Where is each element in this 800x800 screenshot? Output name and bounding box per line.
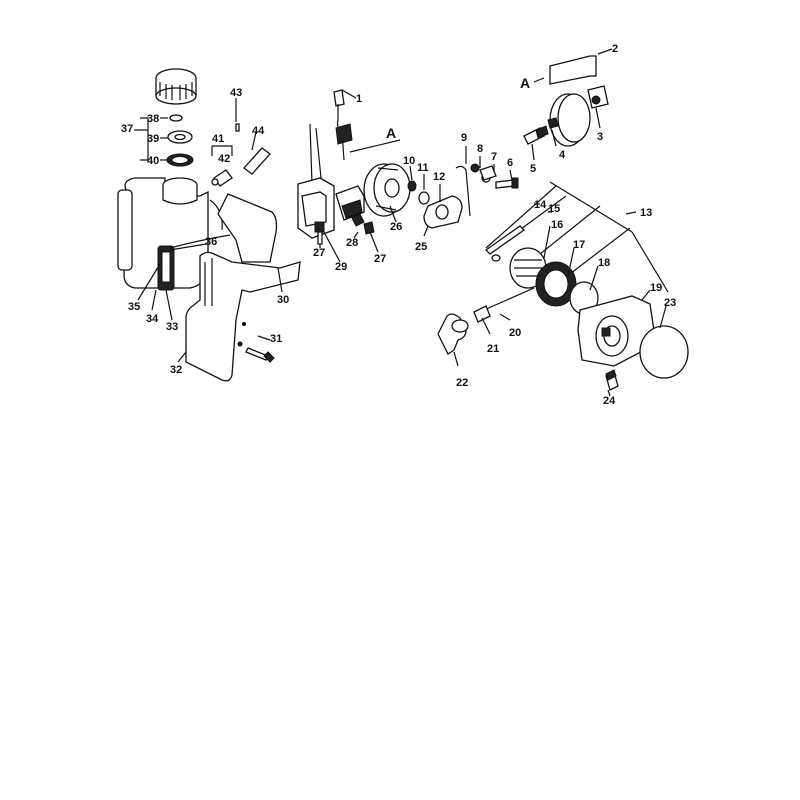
- callout-43: 43: [230, 87, 242, 99]
- callout-4: 4: [559, 149, 566, 161]
- callout-labels: 1 2 3 4 5 6 7 8 9 10 11 12 13 14 15 16 1…: [121, 43, 676, 407]
- callout-15: 15: [548, 203, 560, 215]
- callout-18: 18: [598, 257, 610, 269]
- fuel-tank: [117, 177, 231, 291]
- callout-42: 42: [218, 153, 230, 165]
- callout-23: 23: [664, 297, 676, 309]
- air-cleaner-group: [523, 55, 609, 147]
- callout-13: 13: [640, 207, 652, 219]
- callout-27-right: 27: [374, 253, 386, 265]
- callout-37: 37: [121, 123, 133, 135]
- callout-41: 41: [212, 133, 224, 145]
- recoil-starter-group: [484, 181, 689, 391]
- callout-25: 25: [415, 241, 427, 253]
- callout-2: 2: [612, 43, 618, 55]
- callout-8: 8: [477, 143, 483, 155]
- callout-11: 11: [417, 162, 429, 174]
- callout-32: 32: [170, 364, 182, 376]
- callout-1: 1: [356, 93, 362, 105]
- fuel-fitting-group: [211, 123, 271, 187]
- callout-34: 34: [146, 313, 159, 325]
- callout-9: 9: [461, 132, 467, 144]
- callout-5: 5: [530, 163, 536, 175]
- tank-guard: [185, 193, 301, 382]
- connector-mark-a-right: A: [520, 75, 530, 91]
- callout-20: 20: [509, 327, 521, 339]
- callout-28: 28: [346, 237, 358, 249]
- callout-27-left: 27: [313, 247, 325, 259]
- callout-40: 40: [147, 155, 159, 167]
- callout-30: 30: [277, 294, 289, 306]
- callout-35: 35: [128, 301, 140, 313]
- callout-24: 24: [603, 395, 616, 407]
- ignition-module: [297, 89, 401, 245]
- callout-21: 21: [487, 343, 499, 355]
- callout-7: 7: [491, 151, 497, 163]
- callout-38: 38: [147, 113, 159, 125]
- callout-39: 39: [147, 133, 159, 145]
- callout-33: 33: [166, 321, 178, 333]
- callout-44: 44: [252, 125, 265, 137]
- callout-36: 36: [205, 236, 217, 248]
- callout-10: 10: [403, 155, 415, 167]
- callout-29: 29: [335, 261, 347, 273]
- starter-pawl-parts: [455, 163, 519, 217]
- starter-handle-group: [437, 287, 535, 355]
- callout-31: 31: [270, 333, 282, 345]
- callout-12: 12: [433, 171, 445, 183]
- connector-mark-a-left: A: [386, 125, 396, 141]
- callout-14: 14: [534, 199, 547, 211]
- callout-22: 22: [456, 377, 468, 389]
- callout-19: 19: [650, 282, 662, 294]
- leader-lines: [134, 48, 667, 397]
- callout-17: 17: [573, 239, 585, 251]
- callout-16: 16: [551, 219, 563, 231]
- callout-6: 6: [507, 157, 513, 169]
- callout-3: 3: [597, 131, 603, 143]
- callout-26: 26: [390, 221, 402, 233]
- flywheel: [363, 163, 463, 229]
- fuel-cap-assembly: [155, 68, 197, 167]
